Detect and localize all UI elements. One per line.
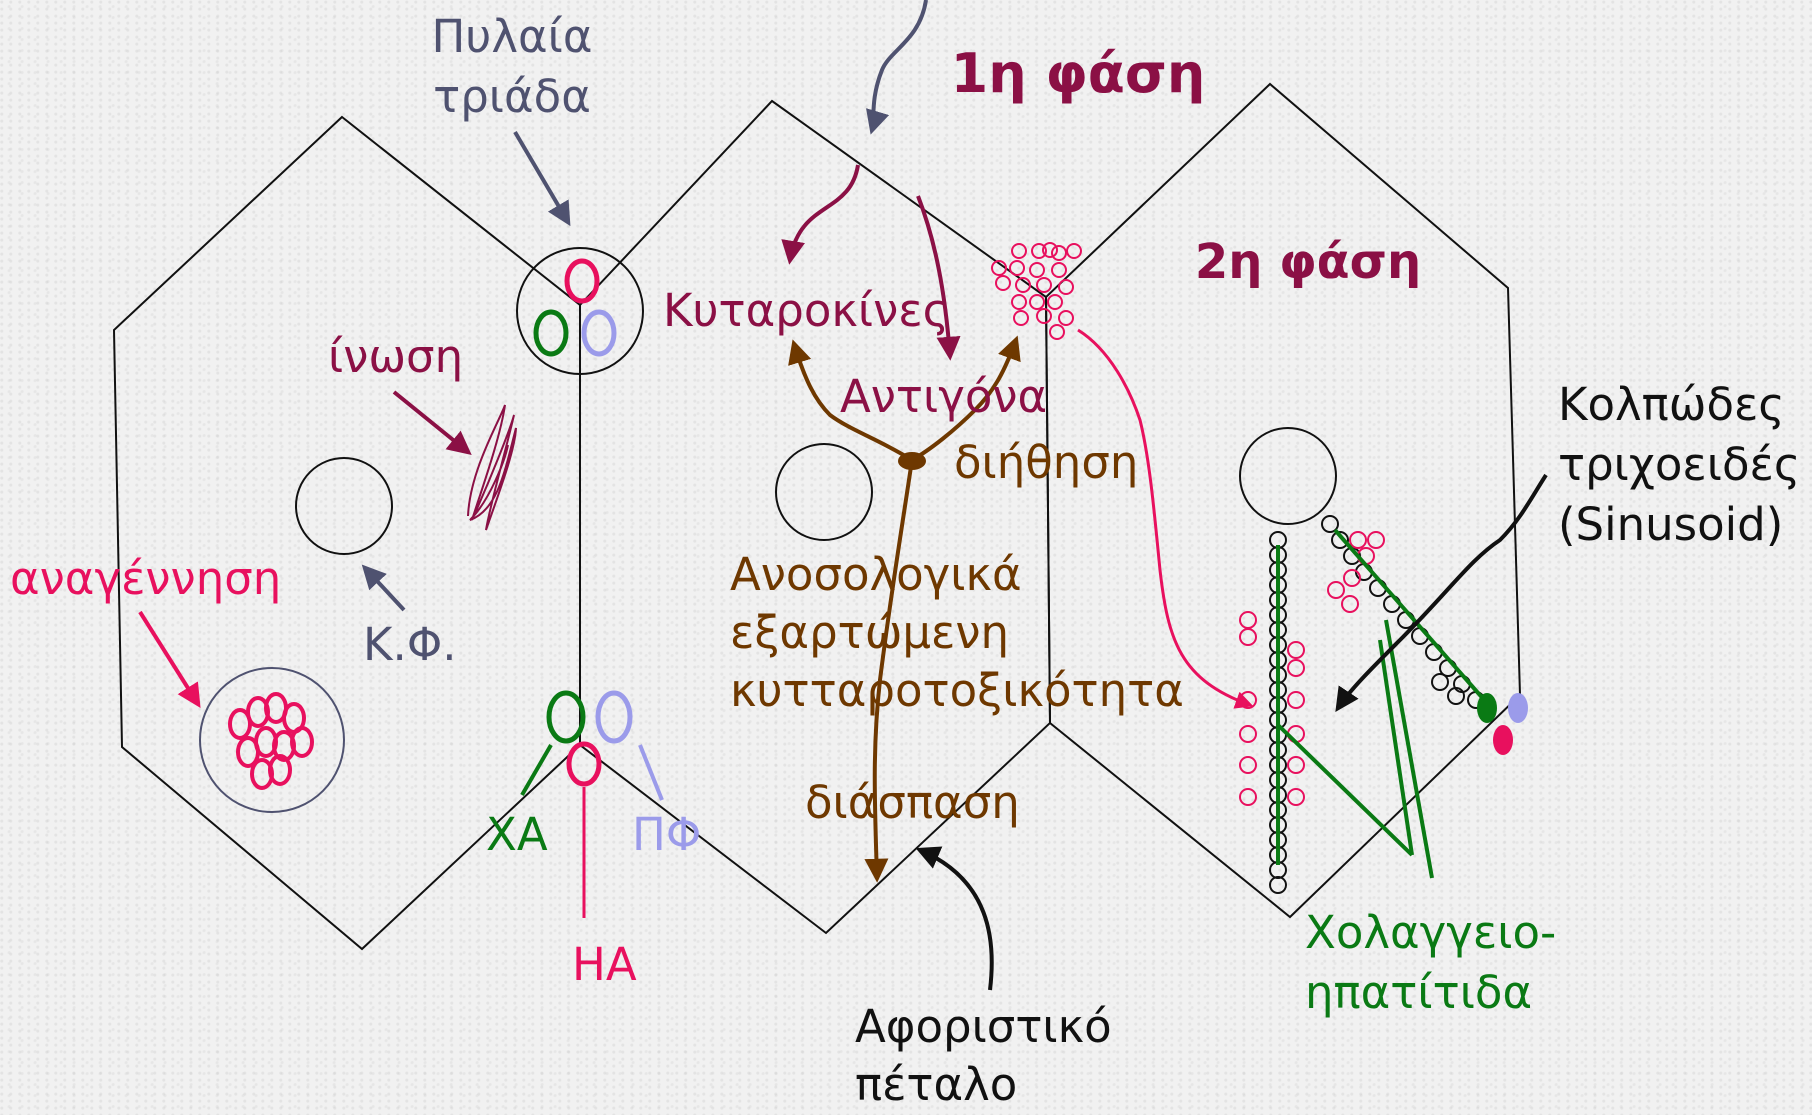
diagonal-chain-inflammatory-cells (1327, 531, 1385, 613)
central-vein-right (1239, 427, 1337, 525)
regeneration-label: αναγέννηση (10, 552, 281, 605)
central-vein-left (295, 457, 393, 555)
immune-junction-node (898, 452, 926, 470)
limiting-plate-arrow (915, 846, 994, 991)
sinusoid-label-line3: (Sinusoid) (1558, 498, 1783, 551)
portal-triad-label-line1: Πυλαία (431, 10, 592, 63)
immune-branch-upper-right (911, 335, 1021, 462)
sinusoid-hepatic-artery-dot (1493, 725, 1513, 755)
portal-vein-top (581, 309, 617, 357)
antigens-label: Αντιγόνα (840, 370, 1047, 423)
portal-vein-bottom (595, 690, 633, 744)
fibrosis-scribble (467, 404, 517, 531)
bile-canaliculus-diagonal (1333, 528, 1488, 704)
regeneration-nodule (199, 667, 345, 813)
central-vein-label: Κ.Φ. (363, 618, 457, 671)
immune-label-line3: κυτταροτοξικότητα (730, 664, 1184, 717)
immune-label-line1: Ανοσολογικά (730, 548, 1022, 601)
cholangiohepatitis-lines (1276, 619, 1434, 879)
bile-duct-top (533, 309, 569, 357)
phase2-label: 2η φάση (1195, 234, 1421, 290)
hepatic-artery-label: ΗΑ (572, 938, 637, 991)
regenerating-cells-cluster (228, 692, 314, 790)
sinusoid-arrow (1335, 473, 1548, 712)
portal-triad-label-line2: τριάδα (433, 70, 591, 123)
cholangiohepatitis-label-line2: ηπατίτιδα (1305, 966, 1532, 1019)
sinusoid-label-line1: Κολπώδες (1558, 378, 1785, 431)
regeneration-arrow (138, 610, 201, 709)
phase1-arrow (866, 0, 928, 135)
fibrosis-label: ίνωση (328, 330, 463, 383)
diffusion-label: διήθηση (954, 436, 1138, 489)
disruption-label: διάσπαση (805, 776, 1020, 829)
limiting-plate-label-line1: Αφοριστικό (855, 1000, 1112, 1053)
portal-vein-label: ΠΦ (632, 808, 701, 861)
sinusoid-label-line2: τριχοειδές (1558, 438, 1800, 491)
portal-triad-circle (516, 247, 644, 375)
phase1-label: 1η φάση (951, 42, 1206, 105)
bile-duct-label: ΧΑ (486, 808, 548, 861)
central-vein-middle (775, 443, 873, 541)
inflammatory-cell-cluster (991, 242, 1082, 340)
limiting-plate-label-line2: πέταλο (855, 1058, 1017, 1111)
sinusoid-bile-duct-dot (1477, 693, 1497, 723)
immune-branch-down (864, 459, 914, 883)
hepatic-artery-bottom (566, 741, 602, 787)
immune-label-line2: εξαρτώμενη (730, 606, 1009, 659)
portal-triad-arrow (513, 130, 571, 227)
cytokines-label: Κυταροκίνες (663, 284, 949, 337)
cytokines-arrow (781, 164, 860, 265)
right-lobule (1044, 82, 1522, 919)
hepatocyte-plate-inflammatory-cells (1239, 611, 1305, 806)
bile-duct-pointer (520, 743, 553, 797)
infiltration-arrow (1077, 328, 1254, 709)
immune-branch-upper-left (788, 339, 914, 462)
portal-vein-pointer (638, 744, 664, 801)
central-vein-arrow (361, 564, 406, 612)
fibrosis-arrow (392, 390, 472, 456)
bile-duct-bottom (546, 690, 586, 744)
antigens-arrow (916, 195, 961, 361)
hepatic-artery-top (564, 258, 600, 304)
cholangiohepatitis-label-line1: Χολαγγειο- (1305, 906, 1556, 959)
sinusoid-portal-vein-dot (1508, 693, 1528, 723)
